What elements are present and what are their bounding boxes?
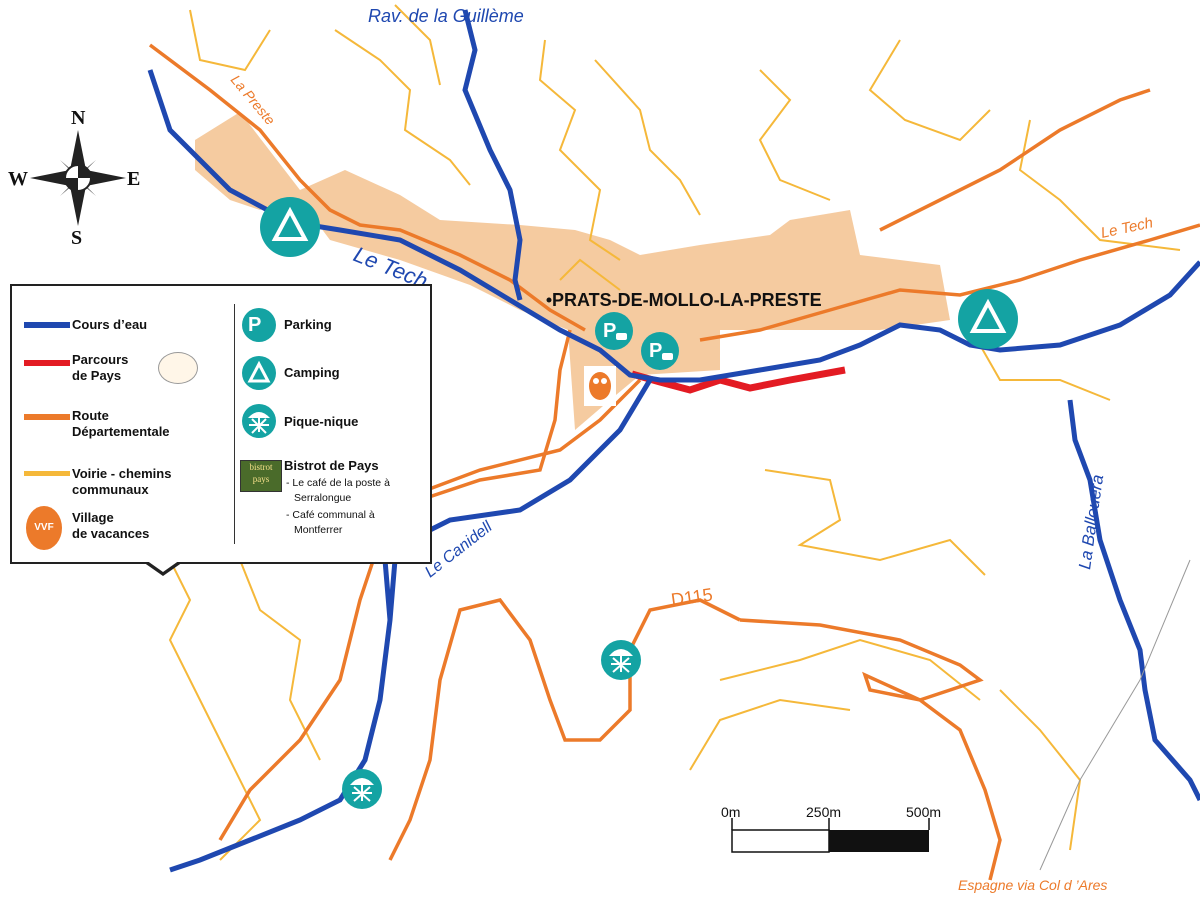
legend-village-l2: de vacances [72,526,150,541]
camping-tent-icon [247,360,271,383]
picnic-marker-d115[interactable] [601,640,641,680]
legend-bistrot: Bistrot de Pays [284,458,379,473]
border-line [1039,559,1191,871]
bistrot-logo-l1: bistrot [249,462,273,472]
legend-bistrot-item2-l1: - Café communal à [286,509,375,521]
picnic-marker-south[interactable] [342,769,382,809]
parcours-map-icon [158,352,198,384]
svg-text:P: P [603,320,616,342]
legend-voirie-l2: communaux [72,482,149,497]
legend-camping: Camping [284,365,340,380]
legend-bistrot-item1-l2: Serralongue [294,492,352,504]
legend-picnic-icon [242,404,276,438]
town-dot [546,297,552,303]
vvf-marker[interactable] [584,366,616,406]
legend-parcours-l2: de Pays [72,368,122,383]
legend-bistrot-item1-l1: - Le café de la poste à [286,477,390,489]
legend-route-l1: Route [72,408,109,423]
town-name: PRATS-DE-MOLLO-LA-PRESTE [552,290,822,310]
legend-village-l1: Village [72,510,114,525]
camping-marker-west[interactable] [260,197,320,257]
svg-text:P: P [649,340,662,362]
legend-parking-icon: P [242,308,276,342]
bistrot-logo-l2: pays [252,474,270,484]
legend-parking: Parking [284,317,332,332]
legend-divider [234,304,235,544]
vvf-logo-icon: VVF [26,506,62,550]
label-d115: D115 [670,584,714,610]
label-espagne: Espagne via Col d ’Ares [958,877,1107,893]
parking-marker-2[interactable]: P [641,332,679,370]
picnic-table-icon [248,412,270,434]
legend: Cours d’eau Parcours de Pays Route Dépar… [10,284,432,564]
label-le-tech-road: Le Tech [1099,214,1154,242]
scale-0m: 0m [721,804,740,820]
legend-cours-eau: Cours d’eau [72,317,148,332]
legend-swatch-parcours [24,360,70,366]
label-rav-guilleme: Rav. de la Guillème [368,6,524,26]
camping-marker-east[interactable] [958,289,1018,349]
compass-s: S [71,227,82,249]
legend-voirie-l1: Voirie - chemins [72,466,172,481]
compass-rose [30,130,126,226]
legend-swatch-route [24,414,70,420]
compass-n: N [71,107,86,129]
label-la-ballouera: La Ballouera [1075,473,1107,570]
vvf-logo-text: VVF [34,522,54,533]
legend-route-l2: Départementale [72,424,170,439]
legend-parcours-l1: Parcours [72,352,129,367]
river-network [147,9,1200,873]
legend-bistrot-item2-l2: Montferrer [294,524,343,536]
scale-bar [731,818,930,853]
bistrot-logo-icon: bistrot pays [240,460,282,492]
compass-w: W [8,168,28,190]
legend-swatch-river [24,322,70,328]
legend-swatch-voirie [24,471,70,476]
compass-e: E [127,168,140,190]
legend-pointer-inner [146,560,180,572]
urban-area [195,112,950,430]
legend-pique-nique: Pique-nique [284,414,359,429]
voirie-network [168,4,1181,861]
parking-marker-1[interactable]: P [595,312,633,350]
scale-500m: 500m [906,804,941,820]
legend-camping-icon [242,356,276,390]
scale-250m: 250m [806,804,841,820]
